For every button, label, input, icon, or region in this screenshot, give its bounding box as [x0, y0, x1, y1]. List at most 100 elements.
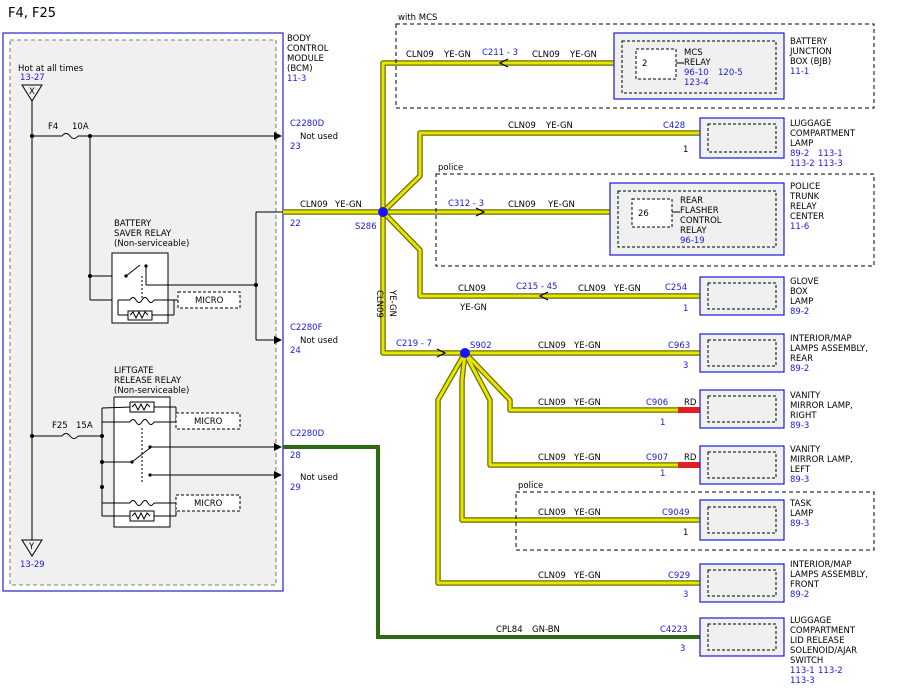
flasher-label-2: FLASHER: [680, 206, 719, 216]
liftgate-solenoid-label-1: LUGGAGE: [790, 616, 831, 626]
connector-c219: C219 - 7: [396, 339, 432, 349]
vanity-left-label-3: LEFT: [790, 465, 811, 475]
c9049-pin: 1: [683, 528, 688, 538]
c2280d-label-b: C2280D: [290, 429, 325, 439]
wire-cpl84: [283, 445, 700, 639]
interior-rear-label-3: REAR: [790, 354, 813, 364]
bjb-label-1: BATTERY: [790, 37, 828, 47]
wire-label-yegn-l: YE-GN: [573, 571, 601, 581]
bjb-ref: 11-1: [790, 67, 809, 77]
splice-s902-icon: [460, 348, 470, 358]
battery-saver-relay: [111, 252, 169, 324]
pin-24: 24: [290, 346, 301, 356]
wire-label-cln09-g: CLN09: [578, 284, 606, 294]
rd-label-1: RD: [684, 398, 697, 408]
mcs-label-1: MCS: [684, 48, 703, 58]
luggage-lamp-box: [699, 117, 785, 159]
splice-s286-label: S286: [355, 222, 377, 232]
connector-c963: C963: [668, 341, 690, 351]
wire-label-cpl84: CPL84: [496, 625, 523, 635]
micro-label-2: MICRO: [194, 417, 223, 427]
terminal-y-ref: 13-29: [20, 560, 45, 570]
liftgate-relay-label-1: LIFTGATE: [114, 366, 153, 376]
bjb-option-box: [395, 23, 875, 109]
wire-label-cln09-e: CLN09: [508, 200, 536, 210]
connector-c312: C312 - 3: [448, 199, 484, 209]
bcm-ref: 11-3: [287, 74, 306, 84]
pin-28: 28: [290, 451, 301, 461]
with-mcs-label: with MCS: [398, 13, 437, 23]
luggage-lamp-ref-3: 113-2: [790, 159, 815, 169]
wire-label-yegn-b: YE-GN: [443, 50, 471, 60]
pin-22: 22: [290, 219, 301, 229]
fuse-f4-label: F4: [48, 122, 58, 132]
flasher-label-3: CONTROL: [680, 216, 722, 226]
interior-rear-label-2: LAMPS ASSEMBLY,: [790, 344, 868, 354]
mcs-pin: 2: [642, 59, 647, 69]
battery-relay-label-2: SAVER RELAY: [114, 229, 172, 239]
terminal-x-icon: [21, 84, 43, 102]
trunk-relay-label-4: CENTER: [790, 212, 824, 222]
connector-c428: C428: [663, 121, 685, 131]
vanity-left-ref: 89-3: [790, 475, 809, 485]
not-used-23: Not used: [300, 132, 338, 142]
wire-label-cln09-vert: CLN09: [374, 290, 384, 318]
connector-c9049: C9049: [662, 508, 690, 518]
luggage-lamp-ref-1: 89-2: [790, 149, 809, 159]
trunk-relay-label-2: TRUNK: [789, 192, 820, 202]
c428-pin: 1: [683, 145, 688, 155]
police-label-2: police: [518, 481, 543, 491]
c4223-pin: 3: [680, 644, 685, 654]
not-used-24: Not used: [300, 336, 338, 346]
bcm-label-4: (BCM): [287, 64, 313, 74]
wire-label-cln09-f: CLN09: [458, 284, 486, 294]
connector-c4223: C4223: [660, 625, 688, 635]
vanity-right-label-3: RIGHT: [790, 411, 817, 421]
splice-s902-label: S902: [470, 341, 492, 351]
wire-label-yegn-j: YE-GN: [573, 453, 601, 463]
c907-pin: 1: [660, 469, 665, 479]
c219-arrow-icon: [436, 348, 447, 358]
wire-label-yegn-vert: YE-GN: [387, 289, 397, 317]
interior-front-label-2: LAMPS ASSEMBLY,: [790, 570, 868, 580]
fuse-f25-amp: 15A: [76, 421, 93, 431]
wire-label-cln09-b: CLN09: [406, 50, 434, 60]
liftgate-solenoid-label-5: SWITCH: [790, 656, 823, 666]
luggage-lamp-label-1: LUGGAGE: [790, 119, 831, 129]
interior-rear-label-1: INTERIOR/MAP: [790, 334, 852, 344]
trunk-relay-label-1: POLICE: [790, 182, 820, 192]
task-lamp-ref: 89-3: [790, 519, 809, 529]
wire-label-gnbn: GN-BN: [532, 625, 560, 635]
liftgate-relay-label-2: RELEASE RELAY: [114, 376, 182, 386]
battery-relay-label-3: (Non-serviceable): [114, 239, 189, 249]
fuse-f4-icon: [61, 133, 79, 139]
page-title: F4, F25: [8, 6, 56, 21]
wire-label-cln09-d: CLN09: [508, 121, 536, 131]
luggage-lamp-label-2: COMPARTMENT: [790, 129, 856, 139]
connector-c211: C211 - 3: [482, 48, 518, 58]
terminal-y-label: Y: [28, 542, 35, 552]
red-connector-2: [678, 462, 702, 468]
wire-label-cln09-h: CLN09: [538, 341, 566, 351]
liftgate-solenoid-ref-3: 113-3: [790, 676, 815, 686]
glove-box-label-3: LAMP: [790, 297, 813, 307]
bcm-label-1: BODY: [287, 34, 311, 44]
flasher-ref: 96-19: [680, 236, 705, 246]
interior-front-label-3: FRONT: [790, 580, 820, 590]
battery-relay-label-1: BATTERY: [114, 219, 152, 229]
wire-label-cln09-l: CLN09: [538, 571, 566, 581]
mcs-ref-2: 120-5: [718, 68, 743, 78]
police-option-box-2: [515, 491, 875, 551]
wire-label-cln09-c: CLN09: [532, 50, 560, 60]
connector-c254: C254: [665, 283, 687, 293]
hot-ref: 13-27: [20, 73, 45, 83]
liftgate-solenoid-label-2: COMPARTMENT: [790, 626, 856, 636]
luggage-lamp-label-3: LAMP: [790, 139, 813, 149]
c211-arrow-icon: [498, 58, 509, 68]
bjb-label-2: JUNCTION: [789, 47, 832, 57]
fuse-f25-icon: [61, 433, 79, 439]
mcs-ref-1: 96-10: [684, 68, 709, 78]
c963-pin: 3: [683, 361, 688, 371]
c929-pin: 3: [683, 590, 688, 600]
